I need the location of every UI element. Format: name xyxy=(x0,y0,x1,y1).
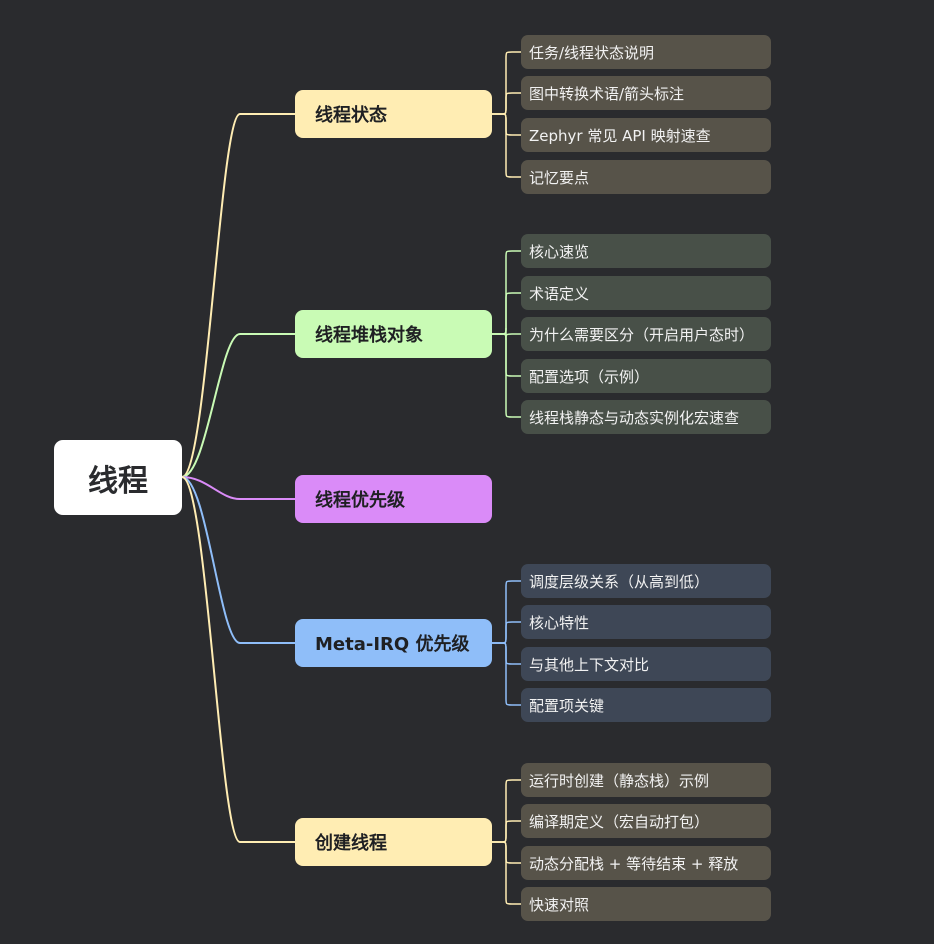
branch-thread-stack-object[interactable]: 线程堆栈对象 xyxy=(295,310,492,358)
leaf-node[interactable]: 图中转换术语/箭头标注 xyxy=(521,76,771,110)
root-node[interactable]: 线程 xyxy=(54,440,182,515)
leaf-label: 与其他上下文对比 xyxy=(529,655,650,674)
connector-line xyxy=(492,113,521,178)
branch-label: Meta-IRQ 优先级 xyxy=(315,634,470,655)
branch-label: 线程堆栈对象 xyxy=(315,325,423,346)
connector-line xyxy=(181,333,295,478)
branch-label: 线程优先级 xyxy=(315,490,405,511)
leaf-label: 运行时创建（静态栈）示例 xyxy=(529,771,710,790)
leaf-label: 动态分配栈 + 等待结束 + 释放 xyxy=(529,854,739,873)
leaf-node[interactable]: 配置选项（示例） xyxy=(521,359,771,393)
leaf-node[interactable]: 配置项关键 xyxy=(521,688,771,722)
leaf-node[interactable]: 编译期定义（宏自动打包） xyxy=(521,804,771,838)
leaf-label: 记忆要点 xyxy=(529,168,590,187)
connector-line xyxy=(492,92,521,115)
connector-line xyxy=(181,476,295,500)
leaf-label: 术语定义 xyxy=(529,284,590,303)
connector-line xyxy=(492,841,521,905)
leaf-node[interactable]: 任务/线程状态说明 xyxy=(521,35,771,69)
leaf-node[interactable]: 快速对照 xyxy=(521,887,771,921)
leaf-label: 图中转换术语/箭头标注 xyxy=(529,84,685,103)
connector-line xyxy=(181,476,295,644)
leaf-label: 配置选项（示例） xyxy=(529,367,650,386)
leaf-node[interactable]: 核心特性 xyxy=(521,605,771,639)
leaf-node[interactable]: 线程栈静态与动态实例化宏速查 xyxy=(521,400,771,434)
branch-thread-priority[interactable]: 线程优先级 xyxy=(295,475,492,523)
branch-create-thread[interactable]: 创建线程 xyxy=(295,818,492,866)
leaf-node[interactable]: 动态分配栈 + 等待结束 + 释放 xyxy=(521,846,771,880)
leaf-label: 为什么需要区分（开启用户态时） xyxy=(529,325,755,344)
leaf-label: 核心特性 xyxy=(529,613,590,632)
leaf-node[interactable]: Zephyr 常见 API 映射速查 xyxy=(521,118,771,152)
branch-label: 创建线程 xyxy=(315,833,387,854)
connector-line xyxy=(181,113,295,478)
leaf-label: Zephyr 常见 API 映射速查 xyxy=(529,126,711,145)
leaf-label: 线程栈静态与动态实例化宏速查 xyxy=(529,408,740,427)
leaf-node[interactable]: 为什么需要区分（开启用户态时） xyxy=(521,317,771,351)
leaf-node[interactable]: 与其他上下文对比 xyxy=(521,647,771,681)
leaf-label: 编译期定义（宏自动打包） xyxy=(529,812,710,831)
root-label: 线程 xyxy=(88,463,148,499)
connector-line xyxy=(181,476,295,843)
leaf-label: 任务/线程状态说明 xyxy=(529,43,655,62)
connector-line xyxy=(492,621,521,644)
leaf-label: 快速对照 xyxy=(529,895,590,914)
connector-line xyxy=(492,292,521,335)
branch-thread-state[interactable]: 线程状态 xyxy=(295,90,492,138)
leaf-node[interactable]: 核心速览 xyxy=(521,234,771,268)
connector-line xyxy=(492,333,521,418)
connector-line xyxy=(492,642,521,706)
branch-label: 线程状态 xyxy=(315,105,387,126)
connector-line xyxy=(492,820,521,843)
leaf-node[interactable]: 术语定义 xyxy=(521,276,771,310)
leaf-label: 配置项关键 xyxy=(529,696,605,715)
leaf-node[interactable]: 记忆要点 xyxy=(521,160,771,194)
leaf-node[interactable]: 运行时创建（静态栈）示例 xyxy=(521,763,771,797)
leaf-label: 调度层级关系（从高到低） xyxy=(529,572,710,591)
leaf-label: 核心速览 xyxy=(529,242,590,261)
branch-meta-irq-priority[interactable]: Meta-IRQ 优先级 xyxy=(295,619,492,667)
leaf-node[interactable]: 调度层级关系（从高到低） xyxy=(521,564,771,598)
